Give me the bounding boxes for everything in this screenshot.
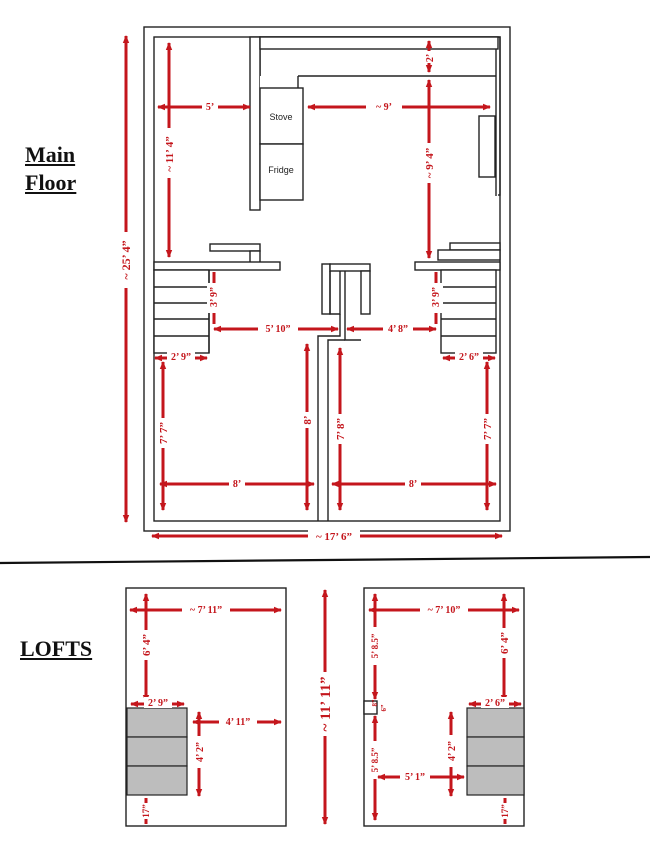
loft2-post (363, 700, 378, 715)
loft1-ladder-step (126, 736, 188, 767)
left-ledge (209, 243, 261, 252)
dim-hall-left: 5’ 10” (265, 324, 290, 335)
upper-cabinet-band (259, 36, 499, 50)
bedroom-divider-left (317, 314, 341, 521)
dim-loft1-width: ~ 7’ 11” (190, 605, 222, 616)
dim-bed2-height-outer: 7’ 7” (482, 418, 494, 440)
lofts-heading: LOFTS (20, 636, 93, 661)
dim-loft1-stairs-height: 4’ 2” (195, 742, 206, 762)
dim-bed2-height-inner: 7’ 8” (335, 418, 347, 440)
left-stairs (153, 269, 210, 354)
kitchen-counter-right (478, 115, 496, 178)
dim-total-width: ~ 17’ 6” (316, 531, 352, 543)
dim-total-height: ~ 25’ 4” (119, 240, 133, 279)
dim-kitchen-top: 2’ (425, 54, 436, 62)
dim-kitchen-height: ~ 9’ 4” (424, 148, 436, 179)
dim-left-stairs-width: 2’ 9” (171, 352, 191, 363)
dim-left-stairs-height: 3’ 9” (209, 287, 220, 307)
dim-kitchen-width: ~ 9’ (376, 102, 392, 113)
center-frame-inner (329, 271, 341, 315)
loft2-ladder-step (466, 707, 525, 738)
dim-loft2-post-w: 6” (380, 704, 388, 712)
dim-bed2-width: 8’ (409, 479, 417, 490)
dim-loft1-stairs-width: 2’ 9” (148, 698, 168, 709)
dim-bed1-height-outer: 7’ 7” (158, 422, 170, 444)
center-frame-left (321, 263, 331, 315)
fridge (259, 143, 304, 201)
dim-bed1-height-inner: 8’ (302, 415, 314, 424)
dim-right-stairs-height: 3’ 9” (431, 287, 442, 307)
bedroom-divider-right (327, 339, 345, 521)
fridge-label: Fridge (268, 165, 294, 175)
left-ledge-post (249, 250, 261, 264)
stove (259, 87, 304, 145)
right-mid-wall (414, 261, 501, 271)
main-floor-dimensions: ~ 25’ 4” ~ 17’ 6” 2’ 5’ ~ 9’ ~ 11’ 4” ~ … (117, 35, 503, 543)
loft1-ladder-step (126, 765, 188, 796)
dim-loft2-mid: 5’ 1” (405, 772, 425, 783)
loft2-ladder-step (466, 736, 525, 767)
center-frame-top (329, 263, 371, 272)
main-floor-heading-main: Main (25, 142, 76, 167)
dim-loft1-depth: 6’ 4” (141, 634, 153, 656)
dim-loft2-lower-left: 5’ 8.5” (370, 747, 380, 772)
loft1-ladder-step (126, 707, 188, 738)
kitchen-partition-wall (249, 36, 261, 211)
dim-loft2-post-h: 8” (371, 699, 379, 707)
main-floor-heading-floor: Floor (25, 170, 77, 195)
loft-height-dimension: ~ 11’ 11” (316, 589, 334, 825)
dim-right-stairs-width: 2’ 6” (459, 352, 479, 363)
right-ledge-post (437, 249, 501, 261)
dim-loft2-upper-left: 5’ 8.5” (370, 633, 380, 658)
section-divider (0, 555, 650, 565)
dim-loft1-bottom: 17” (141, 804, 151, 818)
dim-loft2-depth: 6’ 4” (499, 632, 511, 654)
right-ledge (449, 242, 501, 251)
dim-left-room-width: 5’ (206, 102, 214, 113)
loft-2: ~ 7’ 10” 5’ 8.5” 6’ 4” 8” 6” 2’ 6” 5’ 8.… (363, 587, 525, 827)
dim-loft2-stairs-height: 4’ 2” (447, 741, 458, 761)
mid-section (153, 242, 501, 521)
dim-bed1-width: 8’ (233, 479, 241, 490)
loft1-outline (125, 587, 287, 827)
stove-label: Stove (269, 112, 292, 122)
dim-loft2-width: ~ 7’ 10” (428, 605, 461, 616)
dim-loft1-side: 4’ 11” (226, 717, 251, 728)
dim-hall-right: 4’ 8” (388, 324, 408, 335)
dim-loft2-stairs-width: 2’ 6” (485, 698, 505, 709)
center-frame-right (360, 270, 371, 315)
right-stairs (440, 269, 497, 354)
left-mid-wall (153, 261, 281, 271)
dim-left-room-height: ~ 11’ 4” (164, 136, 176, 171)
dim-loft2-bottom: 17” (500, 804, 510, 818)
loft-1: ~ 7’ 11” 6’ 4” 2’ 9” 4’ 11” 4’ 2” 17” (125, 587, 287, 827)
kitchen: Stove Fridge (249, 36, 499, 211)
dim-loft-height: ~ 11’ 11” (318, 676, 334, 731)
loft2-ladder-step (466, 765, 525, 796)
